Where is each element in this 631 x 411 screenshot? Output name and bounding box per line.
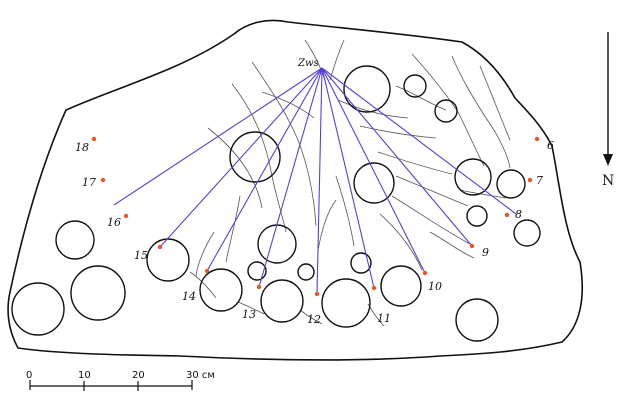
cup-mark-2 xyxy=(403,74,427,98)
cup-mark-14 xyxy=(297,263,315,281)
point-marker-14 xyxy=(204,268,210,274)
sight-line-8 xyxy=(321,67,517,215)
point-label-18: 18 xyxy=(75,141,89,154)
sight-lines xyxy=(113,67,517,295)
cup-mark-12 xyxy=(146,238,190,282)
scale-tick-30-value: 30 xyxy=(186,370,199,381)
rock-veins xyxy=(189,39,511,327)
point-label-6: 6 xyxy=(547,139,554,152)
scale-tick-30: 30 см xyxy=(186,370,215,381)
cup-mark-11 xyxy=(257,224,297,264)
cup-mark-17 xyxy=(380,265,422,307)
cup-mark-5 xyxy=(353,162,395,204)
cup-mark-9 xyxy=(513,219,541,247)
point-marker-7 xyxy=(527,177,533,183)
cup-mark-10 xyxy=(55,220,95,260)
cup-mark-13 xyxy=(247,261,267,281)
sight-line-10 xyxy=(321,67,426,274)
cup-mark-15 xyxy=(350,252,372,274)
cup-mark-16 xyxy=(199,268,243,312)
point-marker-15 xyxy=(157,244,163,250)
point-label-16: 16 xyxy=(107,216,121,229)
sight-line-16 xyxy=(113,67,323,206)
scale-tick-0: 0 xyxy=(26,370,32,381)
point-label-13: 13 xyxy=(242,308,256,321)
north-label: N xyxy=(602,173,614,189)
point-label-12: 12 xyxy=(307,313,321,326)
cup-mark-4 xyxy=(229,131,281,183)
north-arrow-head-icon xyxy=(603,154,613,166)
point-label-7: 7 xyxy=(536,174,543,187)
cup-mark-20 xyxy=(70,265,126,321)
point-label-14: 14 xyxy=(182,290,196,303)
scale-bar: 0 10 20 30 см xyxy=(26,370,215,391)
point-marker-8 xyxy=(504,212,510,218)
cup-mark-7 xyxy=(496,169,526,199)
point-marker-11 xyxy=(371,285,377,291)
sight-line-12 xyxy=(316,67,323,295)
point-label-8: 8 xyxy=(515,208,522,221)
scale-unit: см xyxy=(202,370,215,381)
point-label-15: 15 xyxy=(134,249,148,262)
point-label-17: 17 xyxy=(82,176,96,189)
numbered-points: 6 7 8 9 10 11 12 13 14 15 16 17 18 xyxy=(75,136,554,326)
point-marker-13 xyxy=(256,284,262,290)
point-label-9: 9 xyxy=(482,246,489,259)
point-marker-12 xyxy=(314,291,320,297)
point-marker-10 xyxy=(422,270,428,276)
cup-marks xyxy=(11,65,541,342)
cup-mark-19 xyxy=(321,278,371,328)
cup-mark-1 xyxy=(343,65,391,113)
sight-line-9 xyxy=(321,67,473,247)
point-marker-6 xyxy=(534,136,540,142)
sight-line-14 xyxy=(206,67,323,272)
scale-tick-10: 10 xyxy=(78,370,91,381)
point-label-10: 10 xyxy=(428,280,442,293)
cup-mark-18 xyxy=(260,279,304,323)
point-marker-17 xyxy=(100,177,106,183)
rock-outline xyxy=(7,19,583,361)
cup-mark-6 xyxy=(454,158,492,196)
scale-tick-20: 20 xyxy=(132,370,145,381)
zws-label: Zws xyxy=(297,58,319,69)
cup-mark-3 xyxy=(434,99,458,123)
cup-mark-8 xyxy=(466,205,488,227)
sight-line-11 xyxy=(321,67,375,289)
sight-line-15 xyxy=(159,67,323,248)
point-label-11: 11 xyxy=(377,312,391,325)
sight-line-13 xyxy=(258,67,323,288)
cup-mark-21 xyxy=(11,282,65,336)
north-arrow: N xyxy=(602,32,614,189)
point-marker-16 xyxy=(123,213,129,219)
point-marker-18 xyxy=(91,136,97,142)
point-marker-9 xyxy=(469,243,475,249)
cup-mark-22 xyxy=(455,298,499,342)
